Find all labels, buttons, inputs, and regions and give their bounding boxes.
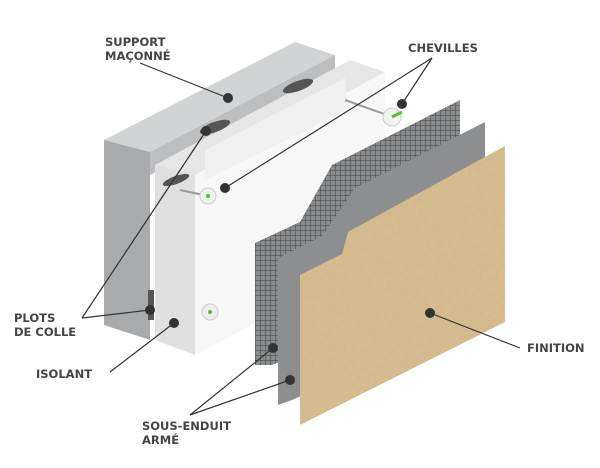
label-finition: FINITION — [527, 341, 585, 355]
label-sous-enduit-line1: SOUS-ENDUIT — [142, 419, 231, 433]
leader-lines — [81, 57, 521, 416]
insulation-board — [155, 60, 385, 355]
label-isolant: ISOLANT — [36, 367, 92, 381]
label-plots-line2: DE COLLE — [14, 325, 76, 339]
label-support-line2: MAÇONNÉ — [105, 48, 171, 63]
finish-layer — [300, 146, 505, 425]
label-support-line1: SUPPORT — [105, 35, 166, 49]
dowels — [179, 99, 403, 321]
label-sous-enduit-line2: ARMÉ — [142, 432, 179, 447]
label-plots-line1: PLOTS — [14, 311, 55, 325]
label-chevilles: CHEVILLES — [408, 41, 478, 55]
